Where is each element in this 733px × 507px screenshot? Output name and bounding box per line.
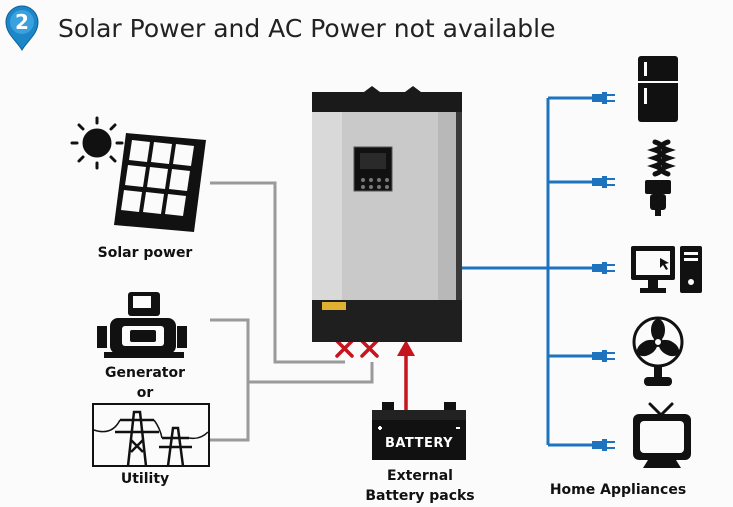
tv-icon — [633, 402, 691, 468]
battery-box-graphic — [372, 402, 466, 460]
plug-icons — [592, 92, 615, 451]
page-title: Solar Power and AC Power not available — [58, 14, 556, 43]
step-badge-pin — [5, 5, 39, 51]
utility-pylon-icon — [92, 403, 210, 467]
refrigerator-icon — [638, 56, 678, 122]
sun-icon — [70, 116, 124, 170]
inverter-unit — [312, 86, 462, 342]
generator-label: Generator — [104, 365, 185, 381]
input-wiring — [210, 181, 374, 442]
battery-caption-line1: External — [387, 468, 453, 484]
computer-icon — [631, 246, 702, 293]
battery-box-label: BATTERY — [384, 436, 454, 451]
utility-label: Utility — [120, 471, 170, 487]
disconnect-marks — [335, 339, 379, 358]
light-bulb-icon — [645, 139, 676, 216]
fan-icon — [632, 316, 684, 386]
battery-arrow — [397, 340, 415, 410]
home-appliances-label: Home Appliances — [549, 482, 687, 498]
step-badge-number: 2 — [15, 10, 29, 34]
generator-icon — [97, 292, 187, 358]
solar-panel-icon — [114, 133, 206, 232]
ac-output-wiring — [460, 96, 592, 447]
solar-power-label: Solar power — [97, 245, 193, 261]
or-label: or — [136, 385, 154, 401]
battery-caption-line2: Battery packs — [365, 488, 475, 504]
